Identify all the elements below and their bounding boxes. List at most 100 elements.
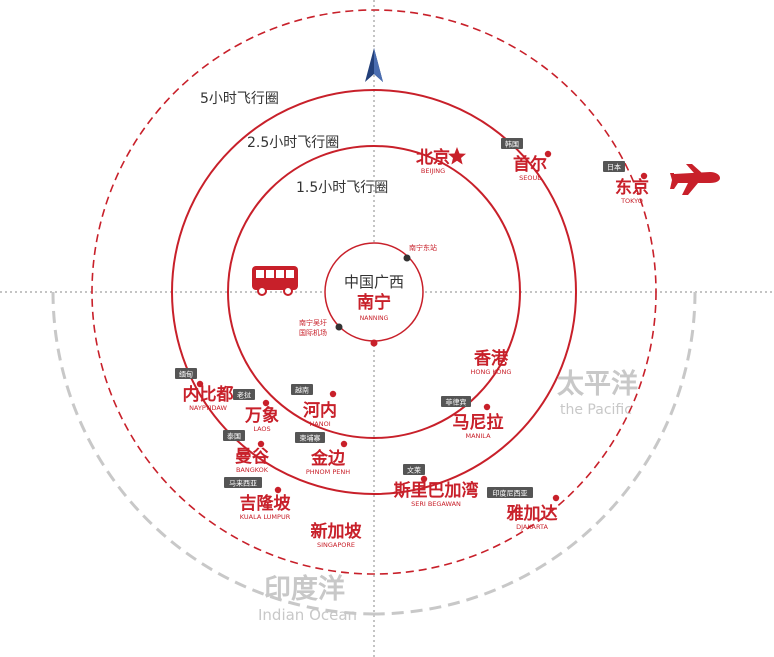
city-pinyin: MANILA — [465, 432, 491, 440]
city-dot — [196, 380, 204, 388]
city-name: 吉隆坡 — [240, 493, 291, 514]
pacific-label-cn: 太平洋 — [557, 368, 638, 400]
city-dot — [552, 494, 560, 502]
ring-2-5h — [171, 89, 577, 495]
ring-label-2-5h: 2.5小时飞行圈 — [247, 135, 339, 151]
north-compass-icon — [365, 48, 383, 82]
country-label: 越南 — [295, 386, 309, 395]
center-city: 南宁 — [357, 292, 391, 313]
city-name: 东京 — [615, 177, 649, 198]
city-dot — [640, 172, 648, 180]
city-name: 马尼拉 — [453, 412, 504, 433]
city-pinyin: HANOI — [309, 420, 330, 428]
bus-icon — [252, 266, 298, 296]
city-dot — [274, 486, 282, 494]
ring-marker-dot — [370, 339, 378, 347]
country-label: 印度尼西亚 — [493, 489, 528, 498]
ring-label-5h: 5小时飞行圈 — [200, 91, 279, 107]
east-station-label: 南宁东站 — [409, 243, 437, 252]
country-label: 马来西亚 — [229, 480, 257, 488]
country-tag — [441, 396, 471, 407]
country-label: 日本 — [607, 163, 621, 172]
pacific-ocean-arc — [373, 291, 697, 616]
city-pinyin: LAOS — [253, 425, 270, 433]
city-pinyin: HONG KONG — [471, 368, 512, 376]
airport-label-1: 南宁吴圩 — [299, 318, 327, 327]
center-region: 中国广西 — [344, 273, 404, 291]
country-tag — [223, 430, 245, 441]
city-pinyin: KUALA LUMPUR — [240, 513, 291, 521]
city-pinyin: SEOUL — [519, 174, 541, 182]
city-dot — [257, 440, 265, 448]
airport-dot — [335, 323, 343, 331]
country-label: 泰国 — [227, 432, 241, 441]
country-tag — [403, 464, 425, 475]
pacific-label-en: the Pacific — [560, 402, 632, 418]
city-dot — [420, 475, 428, 483]
city-name: 北京 — [416, 147, 450, 168]
country-tag — [295, 432, 325, 443]
city-dot — [262, 399, 270, 407]
airport-label-2: 国际机场 — [299, 328, 327, 337]
country-tag — [175, 368, 197, 379]
city-pinyin: BANGKOK — [236, 466, 269, 474]
city-pinyin: BEIJING — [421, 167, 445, 175]
city-name: 首尔 — [513, 154, 547, 175]
city-pinyin: PHNOM PENH — [306, 468, 350, 476]
city-name: 香港 — [474, 348, 509, 369]
country-label: 韩国 — [505, 140, 519, 149]
city-name: 新加坡 — [311, 521, 362, 542]
city-pinyin: NAYPYIDAW — [189, 404, 227, 412]
city-pinyin: DJAKARTA — [516, 523, 548, 531]
country-label: 缅甸 — [179, 370, 193, 379]
city-dot — [483, 403, 491, 411]
indian-label-en: Indian Ocean — [258, 606, 357, 624]
city-pinyin: SINGAPORE — [317, 541, 355, 549]
country-label: 柬埔寨 — [300, 434, 321, 443]
city-pinyin: TOKYO — [620, 197, 643, 205]
city-dot — [340, 440, 348, 448]
airplane-icon — [670, 164, 720, 195]
city-dot — [544, 150, 552, 158]
ring-5h — [91, 9, 657, 575]
country-tag — [501, 138, 523, 149]
country-label: 文莱 — [407, 466, 421, 475]
country-tag — [224, 477, 262, 488]
country-tag — [233, 389, 255, 400]
city-pinyin: SERI BEGAWAN — [411, 500, 461, 508]
city-name: 河内 — [303, 400, 337, 421]
center-pinyin: NANNING — [360, 315, 389, 322]
country-tag — [291, 384, 313, 395]
country-label: 菲律宾 — [446, 398, 467, 407]
country-tag — [487, 487, 533, 498]
country-label: 老挝 — [237, 391, 251, 400]
indian-label-cn: 印度洋 — [264, 573, 345, 605]
city-name: 斯里巴加湾 — [394, 480, 479, 501]
country-tag — [603, 161, 625, 172]
city-name: 内比都 — [183, 384, 234, 405]
indian-ocean-arc — [51, 291, 375, 616]
city-name: 曼谷 — [235, 447, 270, 467]
capital-star-icon — [448, 147, 466, 165]
ring-label-1-5h: 1.5小时飞行圈 — [296, 180, 388, 196]
east-station-dot — [403, 254, 411, 262]
city-name: 金边 — [310, 448, 346, 469]
city-name: 万象 — [244, 405, 279, 426]
city-dot — [329, 390, 337, 398]
